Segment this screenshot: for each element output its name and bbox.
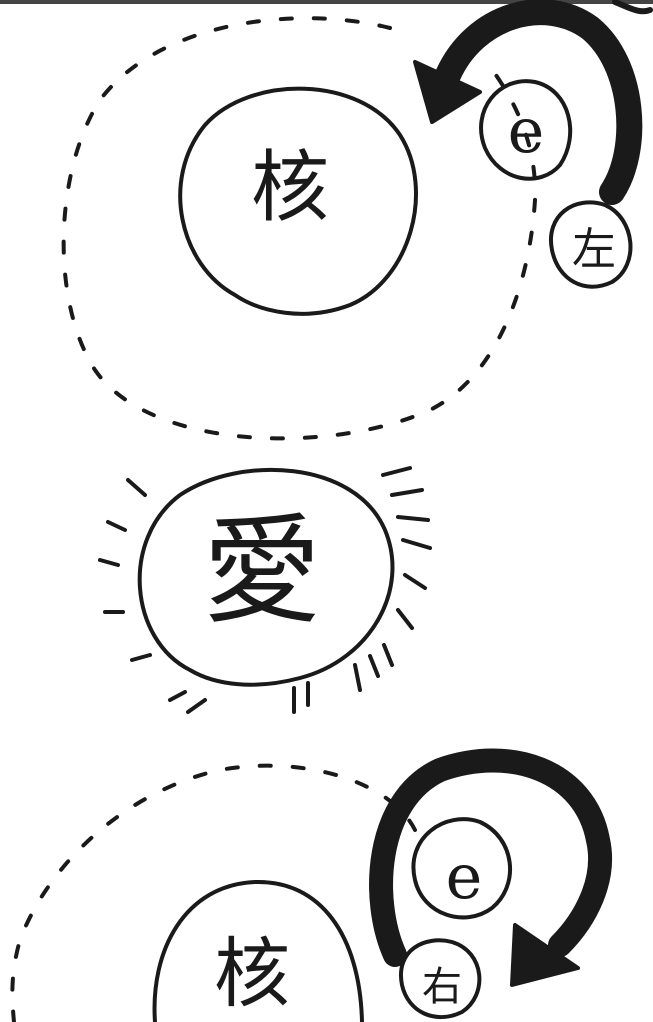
ray <box>383 468 410 475</box>
love-label: 愛 <box>203 502 321 640</box>
top-electron-label: e <box>508 94 545 167</box>
bottom-atom: 核 e 右 <box>12 761 600 1022</box>
bottom-spin-label: 右 <box>422 964 462 1010</box>
ray <box>403 540 430 548</box>
ray <box>355 665 360 690</box>
top-atom: 核 e 左 <box>64 2 650 438</box>
ray <box>384 645 392 665</box>
ray <box>170 692 185 700</box>
ray <box>405 575 425 588</box>
ray <box>370 656 378 676</box>
ray <box>398 610 412 628</box>
ray <box>100 560 118 565</box>
bottom-nucleus-label: 核 <box>214 929 290 1018</box>
love-sun: 愛 <box>100 468 430 712</box>
ray <box>392 490 422 495</box>
ray <box>398 517 428 520</box>
ray <box>128 480 145 495</box>
top-spin-label: 左 <box>572 224 616 275</box>
ray <box>188 700 205 712</box>
ray <box>108 522 125 530</box>
bottom-electron-label: e <box>446 840 483 913</box>
ray <box>132 655 150 660</box>
top-nucleus-label: 核 <box>251 143 329 233</box>
